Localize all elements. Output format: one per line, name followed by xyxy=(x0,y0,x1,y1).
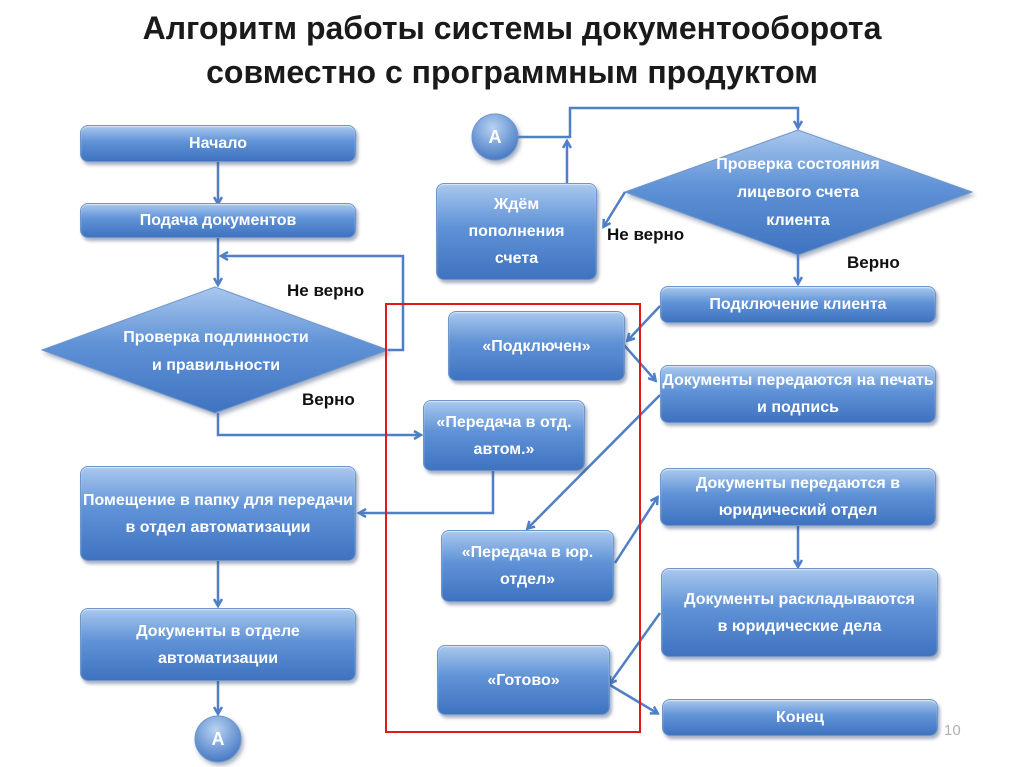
node-start: Начало xyxy=(80,125,356,162)
node-docs-automation: Документы в отделе автоматизации xyxy=(80,608,356,681)
status-transfer-auto: «Передача в отд. автом.» xyxy=(423,400,585,471)
node-place-folder: Помещение в папку для передачи в отдел а… xyxy=(80,466,356,561)
arrow-connect-to-status-connected xyxy=(628,305,661,340)
diamond-check-authenticity-label: Проверка подлинности и правильности xyxy=(123,329,309,374)
status-done: «Готово» xyxy=(437,645,610,715)
arrow-ok-to-transfer-auto xyxy=(216,413,420,435)
node-connect-client: Подключение клиента xyxy=(660,286,936,323)
connector-a-top: А xyxy=(488,126,502,147)
label-not-ok-left: Не верно xyxy=(287,281,365,300)
diamond-check-account-label: Проверка состояния лицевого счета клиент… xyxy=(716,156,880,229)
title-line-2: совместно с программным продуктом xyxy=(206,54,818,90)
status-connected: «Подключен» xyxy=(448,311,625,381)
page-number: 10 xyxy=(944,722,961,739)
arrow-transfer-legal-to-legal-dept xyxy=(613,498,657,564)
connector-a-bottom-shape xyxy=(194,715,242,763)
slide-title: Алгоритм работы системы документооборота… xyxy=(0,6,1024,94)
arrow-transfer-auto-to-folder xyxy=(360,471,495,513)
label-not-ok-right: Не верно xyxy=(607,225,685,244)
highlight-frame-statuses xyxy=(385,303,641,733)
node-submit-docs: Подача документов xyxy=(80,203,356,238)
diamond-check-account xyxy=(623,129,974,256)
node-end: Конец xyxy=(662,699,938,736)
label-ok-left: Верно xyxy=(302,390,355,409)
title-line-1: Алгоритм работы системы документооборота xyxy=(142,10,882,46)
status-transfer-legal: «Передача в юр. отдел» xyxy=(441,530,614,602)
label-ok-right: Верно xyxy=(847,253,900,272)
arrow-sorted-to-done xyxy=(610,612,662,683)
arrow-check-not-ok-to-await xyxy=(604,191,627,226)
node-docs-legal-dept: Документы передаются в юридический отдел xyxy=(660,468,936,526)
node-docs-print-sign: Документы передаются на печать и подпись xyxy=(660,365,936,423)
node-await-topup: Ждём пополнения счета xyxy=(436,183,597,280)
arrow-print-to-transfer-legal xyxy=(528,394,661,528)
connector-a-bottom: А xyxy=(211,728,225,749)
node-docs-sorted: Документы раскладываются в юридические д… xyxy=(661,568,938,657)
arrow-done-to-end xyxy=(609,683,657,713)
arrow-a-to-check-account xyxy=(518,106,798,139)
